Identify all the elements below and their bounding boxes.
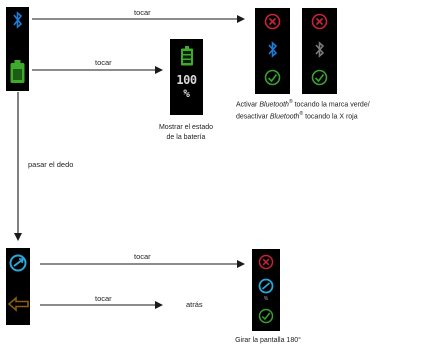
label-tap-rotate: tocar bbox=[134, 252, 151, 261]
caption-rotate: Girar la pantalla 180° bbox=[235, 337, 301, 344]
caption-bt-reg: ® bbox=[299, 110, 304, 117]
label-tap-middle: tocar bbox=[95, 58, 112, 67]
label-tap-back: tocar bbox=[95, 294, 112, 303]
label-tap-top: tocar bbox=[134, 8, 151, 17]
caption-battery-line1: Mostrar el estado bbox=[158, 124, 214, 131]
caption-bt-word: Bluetooth bbox=[269, 113, 300, 121]
bluetooth-icon bbox=[268, 41, 278, 58]
bluetooth-off-icon bbox=[315, 41, 325, 58]
rotate-screen-text: % bbox=[263, 296, 269, 302]
back-arrow-icon[interactable] bbox=[6, 294, 32, 314]
caption-bluetooth-line2: desactivar Bluetooth® tocando la X roja bbox=[236, 110, 366, 122]
green-check-icon[interactable] bbox=[263, 68, 282, 87]
battery-bars-icon bbox=[181, 46, 193, 66]
rotate-icon bbox=[258, 278, 274, 294]
bluetooth-icon[interactable] bbox=[8, 10, 27, 30]
green-check-icon[interactable] bbox=[257, 307, 275, 325]
caption-bt-activate: Activar bbox=[236, 101, 260, 109]
caption-battery-line2: de la batería bbox=[166, 133, 206, 141]
caption-bt-green: tocando la marca verde/ bbox=[292, 101, 370, 109]
caption-bt-word: Bluetooth bbox=[259, 101, 289, 109]
red-x-icon[interactable] bbox=[263, 12, 282, 31]
caption-battery: Mostrar el estado de la batería bbox=[145, 123, 227, 142]
red-x-icon[interactable] bbox=[310, 12, 329, 31]
red-x-icon[interactable] bbox=[257, 253, 275, 271]
battery-icon[interactable] bbox=[8, 58, 27, 86]
rotate-icon[interactable] bbox=[8, 253, 28, 273]
green-check-icon[interactable] bbox=[310, 68, 329, 87]
caption-bt-red: tocando la X roja bbox=[303, 113, 358, 121]
caption-bluetooth-line1: Activar Bluetooth® tocando la marca verd… bbox=[236, 98, 370, 110]
battery-percent-value: 100 bbox=[176, 73, 197, 87]
caption-bluetooth: Activar Bluetooth® tocando la marca verd… bbox=[236, 98, 370, 122]
label-swipe: pasar el dedo bbox=[28, 160, 74, 169]
battery-percent-unit: % bbox=[183, 87, 190, 100]
caption-bt-deactivate: desactivar bbox=[236, 113, 270, 121]
label-back: atrás bbox=[186, 300, 203, 309]
caption-bt-reg: ® bbox=[288, 99, 293, 105]
